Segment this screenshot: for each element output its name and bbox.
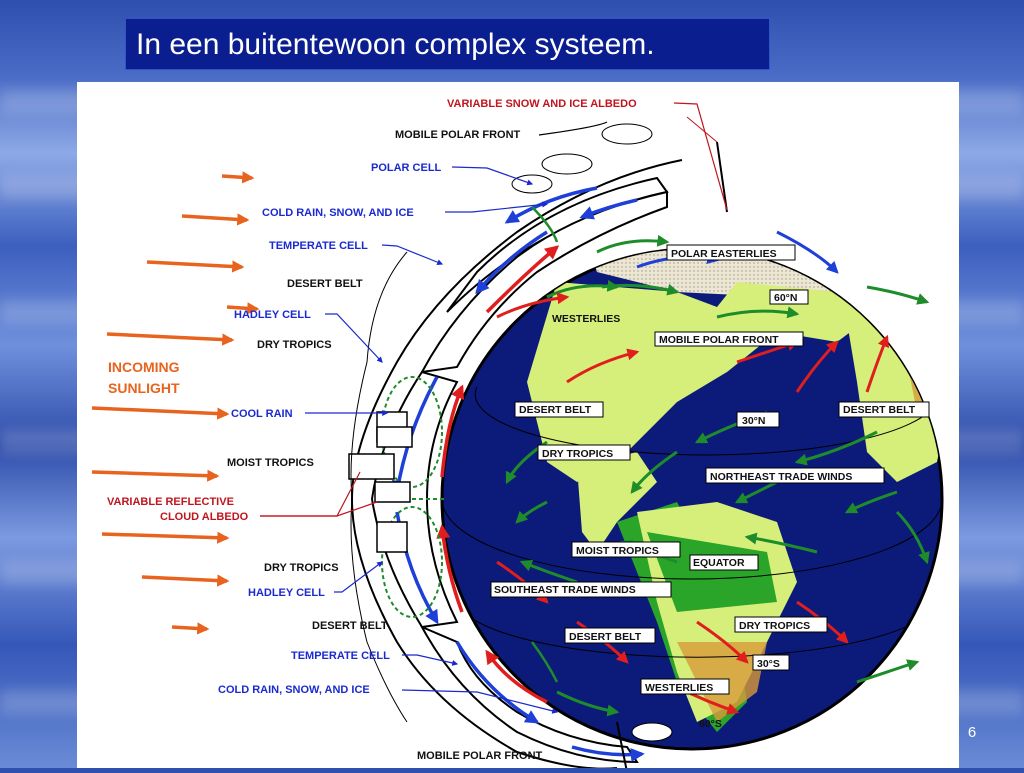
slide-number: 6 xyxy=(967,724,977,741)
label-hadley-cell-bottom: HADLEY CELL xyxy=(248,587,325,599)
label-desert-belt-globe-south: DESERT BELT xyxy=(569,631,642,643)
label-cold-rain-bottom: COLD RAIN, SNOW, AND ICE xyxy=(218,684,370,696)
globe-wind-arrows xyxy=(496,230,930,717)
label-se-trade-winds: SOUTHEAST TRADE WINDS xyxy=(494,584,636,596)
label-desert-belt-top: DESERT BELT xyxy=(287,278,363,290)
label-desert-belt-globe-east: DESERT BELT xyxy=(843,404,916,416)
globe-labels: POLAR EASTERLIES 60°N WESTERLIES MOBILE … xyxy=(490,244,930,730)
label-moist-tropics-globe: MOIST TROPICS xyxy=(576,545,659,557)
atmosphere-cells xyxy=(348,116,728,773)
label-30s: 30°S xyxy=(757,658,780,670)
label-cool-rain: COOL RAIN xyxy=(231,408,293,420)
label-dry-tropics-top: DRY TROPICS xyxy=(257,339,332,351)
atmospheric-circulation-diagram: VARIABLE SNOW AND ICE ALBEDO MOBILE POLA… xyxy=(77,82,959,773)
label-westerlies-north: WESTERLIES xyxy=(552,313,620,325)
label-polar-cell: POLAR CELL xyxy=(371,162,442,174)
label-cloud-albedo-2: CLOUD ALBEDO xyxy=(160,511,249,523)
label-dry-tropics-globe-south: DRY TROPICS xyxy=(739,620,810,632)
label-leader-lines xyxy=(260,102,728,714)
label-30n: 30°N xyxy=(742,415,765,427)
label-incoming: INCOMING xyxy=(108,359,180,375)
label-60n: 60°N xyxy=(774,292,797,304)
label-moist-tropics-left: MOIST TROPICS xyxy=(227,457,314,469)
label-desert-belt-globe-west: DESERT BELT xyxy=(519,404,592,416)
diagram-labels: VARIABLE SNOW AND ICE ALBEDO MOBILE POLA… xyxy=(107,98,637,762)
sunlight-arrows xyxy=(91,171,260,635)
label-hadley-cell-top: HADLEY CELL xyxy=(234,309,311,321)
label-mobile-polar-front-top: MOBILE POLAR FRONT xyxy=(395,129,521,141)
label-60s: 60°S xyxy=(699,718,722,730)
label-westerlies-south: WESTERLIES xyxy=(645,682,713,694)
label-sunlight: SUNLIGHT xyxy=(108,380,180,396)
label-temperate-cell-top: TEMPERATE CELL xyxy=(269,240,368,252)
label-temperate-cell-bottom: TEMPERATE CELL xyxy=(291,650,390,662)
label-mobile-polar-front-globe: MOBILE POLAR FRONT xyxy=(659,334,779,346)
label-cloud-albedo-1: VARIABLE REFLECTIVE xyxy=(107,496,234,508)
label-mobile-polar-front-bottom: MOBILE POLAR FRONT xyxy=(417,750,543,762)
label-desert-belt-bottom: DESERT BELT xyxy=(312,620,388,632)
label-ne-trade-winds: NORTHEAST TRADE WINDS xyxy=(710,471,852,483)
slide-title: In een buitentewoon complex systeem. xyxy=(125,18,770,70)
label-cold-rain-top: COLD RAIN, SNOW, AND ICE xyxy=(262,207,414,219)
label-equator: EQUATOR xyxy=(693,557,745,569)
label-snow-ice-albedo: VARIABLE SNOW AND ICE ALBEDO xyxy=(447,98,637,110)
label-polar-easterlies: POLAR EASTERLIES xyxy=(671,248,777,260)
label-dry-tropics-globe-north: DRY TROPICS xyxy=(542,448,613,460)
label-dry-tropics-bottom: DRY TROPICS xyxy=(264,562,339,574)
